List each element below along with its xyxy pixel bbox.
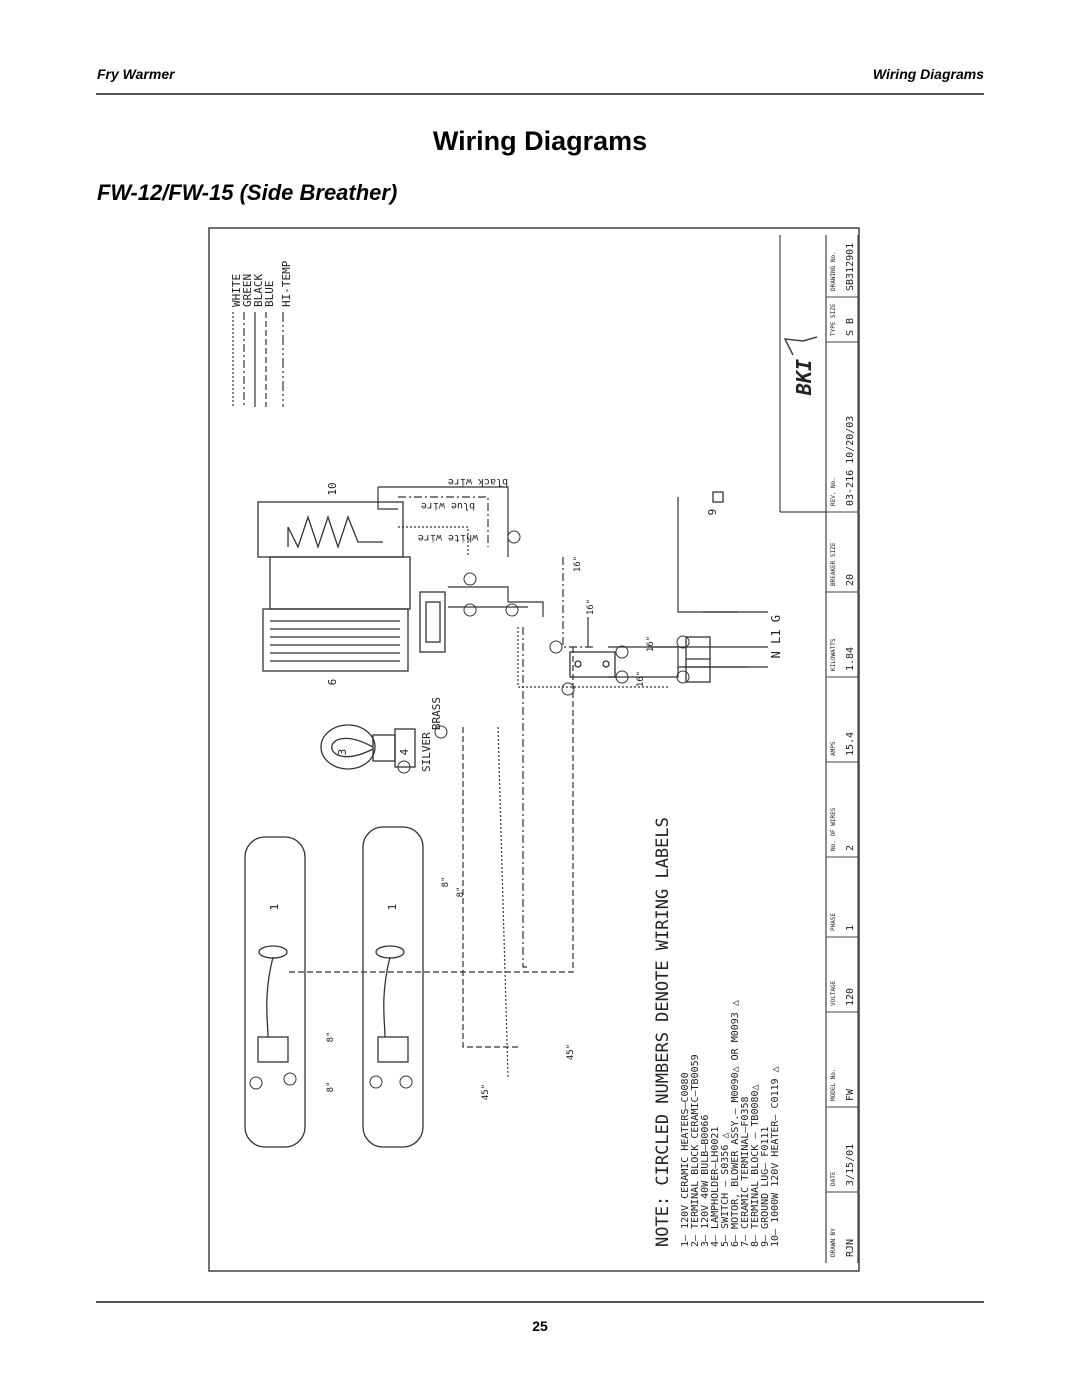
- title-block-value: 15.4: [845, 732, 856, 756]
- component-label-c1a: 1: [268, 904, 281, 911]
- note-item: 9– GROUND LUG– F0111: [760, 1127, 771, 1247]
- bki-logo: BKI: [783, 336, 818, 396]
- note-item: 4– LAMPHOLDER–LH0021: [710, 1127, 721, 1247]
- dimension-label: 16": [646, 636, 656, 652]
- silver-label: SILVER: [420, 732, 433, 772]
- title-block-value: 20: [845, 574, 856, 586]
- component-label-c6: 6: [326, 679, 339, 686]
- component-label-c3: 3: [336, 749, 349, 756]
- title-block-value: 3/15/01: [845, 1144, 856, 1186]
- title-block-value: 2: [845, 845, 856, 851]
- title-block-header: REV. No.: [830, 477, 837, 506]
- dimension-label: 16": [573, 556, 583, 572]
- dimension-label: 8": [326, 1032, 336, 1043]
- page-title: Wiring Diagrams: [432, 126, 648, 156]
- title-block-value: SB312901: [845, 243, 856, 291]
- title-block-value: 120: [845, 988, 856, 1006]
- title-block-grid: [826, 296, 858, 1193]
- note-item: 6– MOTOR, BLOWER ASSY.– M0090△ OR M0093 …: [730, 1000, 741, 1247]
- note-item: 5– SWITCH – S0356 △: [720, 1133, 731, 1247]
- title-block-header: KILOWATTS: [830, 638, 837, 671]
- note-item: 7– CERAMIC TERMINAL–F0358: [740, 1096, 751, 1247]
- dimension-label: 8": [441, 877, 451, 888]
- blue-wire-label: blue wire: [421, 500, 475, 511]
- dimension-label: 45": [481, 1084, 491, 1100]
- white-wire-label: white wire: [418, 532, 478, 543]
- note-item: 3– 120V 40W BULB–B0066: [700, 1115, 711, 1247]
- dimension-label: 8": [326, 1082, 336, 1093]
- title-block-text: DRAWN BY RJN DATE 3/15/01 MODEL No. FW VOLTAGE…: [830, 243, 856, 1257]
- switch-5: [569, 651, 616, 678]
- dimension-label: 16": [586, 599, 596, 615]
- component-label-c1b: 1: [386, 904, 399, 911]
- bki-logo-text: BKI: [792, 359, 816, 396]
- component-label-c9: 9: [706, 509, 719, 516]
- title-block-header: No. OF WIRES: [830, 807, 837, 851]
- title-block-value: S B: [845, 318, 856, 336]
- header-right: Wiring Diagrams: [872, 66, 984, 82]
- header-left: Fry Warmer: [97, 66, 175, 82]
- component-labels: 10 9 6 3 4 1 1 BRASS SILVER N L1 G: [268, 482, 783, 910]
- legend-label: WHITE: [230, 274, 243, 307]
- title-block-header: MODEL No.: [830, 1068, 837, 1101]
- note-item: 8– TERMINAL BLOCK – TB0080△: [750, 1084, 761, 1247]
- terminal-block-8: [685, 636, 711, 683]
- legend-label: BLACK: [252, 274, 265, 307]
- title-block-value: FW: [845, 1088, 856, 1101]
- title-block-header: DRAWN BY: [830, 1228, 837, 1257]
- bulb-3: [320, 724, 416, 770]
- legend-label: GREEN: [241, 274, 254, 307]
- title-block-header: DRAWING No.: [830, 251, 837, 291]
- drawing-frame: [208, 227, 860, 1272]
- title-block-value: 1.84: [845, 647, 856, 671]
- title-block-value: 1: [845, 925, 856, 931]
- power-connection-label: N L1 G: [769, 615, 783, 658]
- note-item: 2– TERMINAL BLOCK CERAMIC–TB0059: [690, 1054, 701, 1247]
- notes-heading: NOTE: CIRCLED NUMBERS DENOTE WIRING LABE…: [653, 817, 673, 1247]
- footer-rule: [96, 1301, 984, 1303]
- wiring-diagram: DRAWN BY RJN DATE 3/15/01 MODEL No. FW VOLTAGE…: [208, 227, 860, 1272]
- title-block-value: RJN: [845, 1239, 856, 1257]
- black-wire-label: black wire: [448, 476, 508, 487]
- wire-legend: [232, 312, 284, 407]
- title-block-header: TYPE SIZE: [830, 303, 837, 336]
- title-block-header: BREAKER SIZE: [830, 542, 837, 586]
- title-block-value: 03-216 10/20/03: [845, 416, 856, 506]
- header-rule: [96, 93, 984, 95]
- brass-label: BRASS: [430, 697, 443, 730]
- wiring: [288, 486, 768, 1078]
- legend-label: BLUE: [263, 281, 276, 308]
- page-subtitle: FW-12/FW-15 (Side Breather): [97, 180, 398, 205]
- dimension-label: 8": [456, 887, 466, 898]
- page-number: 25: [532, 1318, 548, 1334]
- note-item: 1– 120V CERAMIC HEATERS–C0080: [680, 1072, 691, 1247]
- title-block-header: DATE: [830, 1171, 837, 1186]
- title-block-header: AMPS: [830, 741, 837, 756]
- legend-label: HI-TEMP: [280, 260, 293, 307]
- ground-lug-9: [712, 491, 724, 503]
- ceramic-heater-pads: [244, 826, 424, 1148]
- blower-motor-6: [262, 556, 446, 672]
- note-item: 10– 1000W 120V HEATER– C0119 △: [770, 1066, 781, 1247]
- title-block-header: PHASE: [830, 913, 837, 931]
- dimension-label: 16": [636, 671, 646, 687]
- title-block: [779, 235, 859, 1263]
- wiring-label-circles: [249, 530, 690, 1090]
- component-label-c4: 4: [398, 748, 411, 755]
- dimension-label: 45": [566, 1044, 576, 1060]
- component-label-c10: 10: [326, 482, 339, 495]
- title-block-header: VOLTAGE: [830, 980, 837, 1006]
